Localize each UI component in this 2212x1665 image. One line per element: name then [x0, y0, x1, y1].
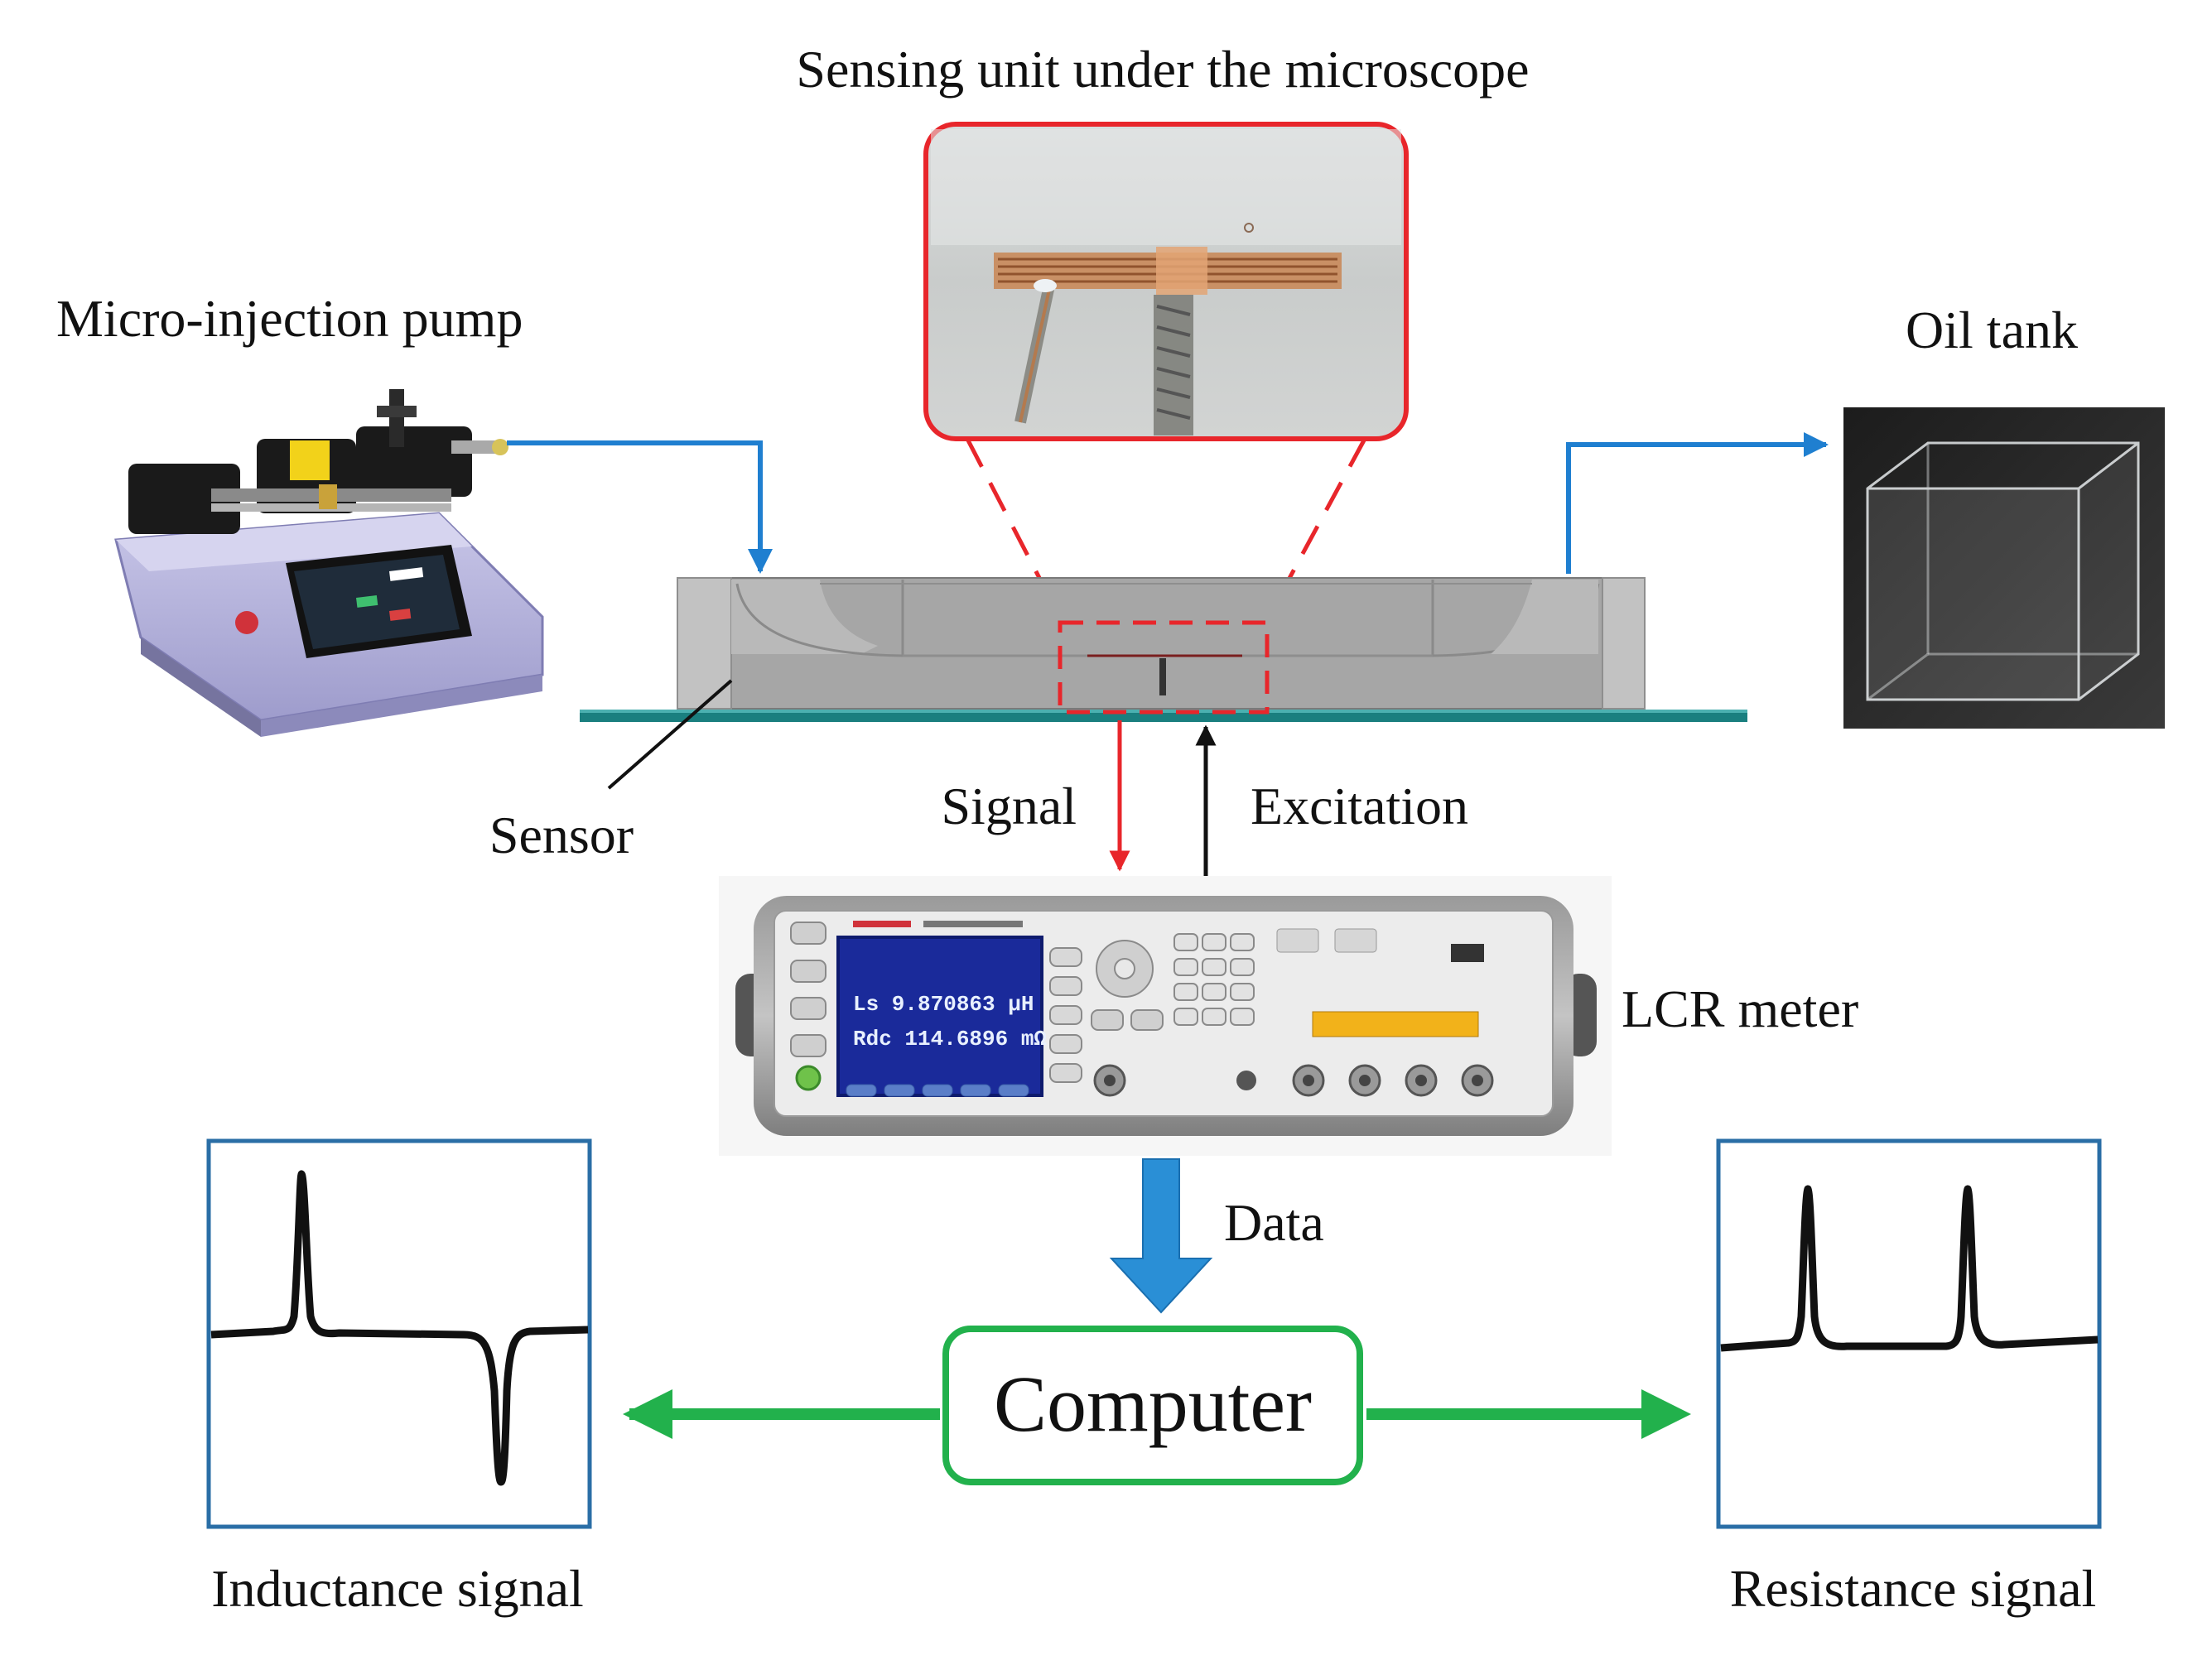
lcr-meter-icon: Ls 9.870863 μH Rdc 114.6896 mΩ [719, 876, 1612, 1156]
lcr-readout-2: Rdc 114.6896 mΩ [853, 1027, 1047, 1051]
sensor-pointer-line [607, 679, 733, 790]
lcr-readout-1: Ls 9.870863 μH [853, 992, 1034, 1017]
micrograph-image [923, 122, 1409, 441]
sensor-chip-icon [580, 577, 1747, 722]
syringe-pump-icon [114, 389, 544, 737]
resistance-trace [1720, 1185, 2099, 1352]
left-output-arrowhead [623, 1389, 672, 1439]
lcr-meter-label: LCR meter [1622, 979, 1858, 1038]
resistance-signal-label: Resistance signal [1730, 1559, 2097, 1618]
computer-label: Computer [994, 1359, 1312, 1448]
oil-tank-label: Oil tank [1906, 301, 2078, 359]
inductance-plot [206, 1138, 592, 1529]
tank-outflow-arrow [1566, 432, 1829, 574]
pump-label: Micro-injection pump [56, 289, 523, 348]
resistance-plot [1716, 1138, 2102, 1529]
computer-box [942, 1326, 1363, 1485]
excitation-label: Excitation [1251, 777, 1468, 835]
pump-inflow-arrow [507, 440, 773, 574]
microscope-title: Sensing unit under the microscope [796, 40, 1529, 99]
zoom-region [1058, 620, 1270, 715]
sensor-label: Sensor [489, 806, 634, 864]
signal-label: Signal [941, 777, 1077, 835]
right-output-arrowhead [1641, 1389, 1691, 1439]
inductance-trace [210, 1170, 589, 1486]
inductance-signal-label: Inductance signal [211, 1559, 584, 1618]
oil-tank-icon [1843, 407, 2165, 729]
data-label: Data [1224, 1193, 1324, 1252]
data-arrow [1109, 1158, 1213, 1314]
